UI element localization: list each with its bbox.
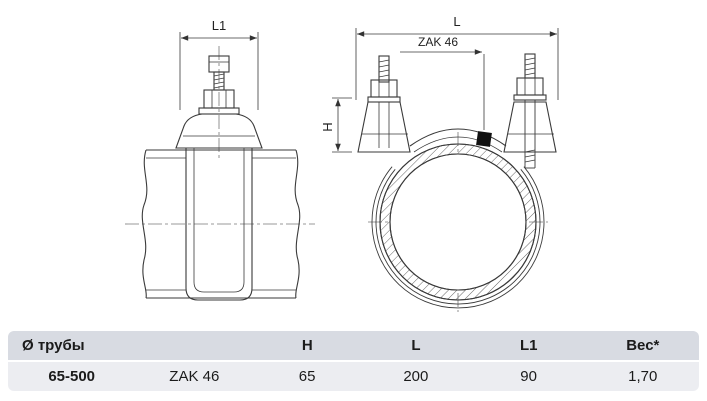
clamp-band <box>371 166 545 309</box>
clamp-technical-drawing: L1 <box>125 14 559 312</box>
right-bolt <box>513 53 547 169</box>
pipe-cross-section <box>379 143 537 301</box>
cell-model: ZAK 46 <box>169 368 220 385</box>
dim-label-h: H <box>320 122 335 131</box>
clamp-head-side <box>175 55 263 149</box>
dim-label-l: L <box>453 14 460 29</box>
spec-table-data-row: 65-500 ZAK 46 65 200 90 1,70 <box>8 362 699 391</box>
header-cell-weight: Вес* <box>626 337 660 354</box>
right-view-drawing: ZAK 46 L H <box>320 14 559 312</box>
left-view-drawing: L1 <box>125 18 315 301</box>
right-lug <box>503 101 557 153</box>
cell-h-value: 65 <box>298 368 316 385</box>
cell-l1-value: 90 <box>520 368 537 385</box>
seal-marker <box>476 131 492 147</box>
bolt-head <box>208 55 230 73</box>
dimension-h <box>332 97 352 153</box>
header-cell-l: L <box>411 337 421 354</box>
header-cell-diameter: Ø трубы <box>22 337 85 354</box>
bolt-stud <box>213 71 225 91</box>
pipe-break-left <box>141 149 148 299</box>
dimension-l <box>355 28 559 100</box>
cell-l-value: 200 <box>403 368 429 385</box>
clamp-strap-side <box>185 148 253 301</box>
dim-label-l1: L1 <box>212 18 226 33</box>
bridge-inner <box>413 136 503 153</box>
pipe-side-view <box>141 149 301 299</box>
zak-label: ZAK 46 <box>418 35 458 49</box>
header-cell-model <box>136 331 254 360</box>
bridge-outer <box>409 128 507 147</box>
header-cell-l1: L1 <box>519 337 538 354</box>
spec-table: Ø трубы H L L1 Вес* 65-500 ZAK 46 65 200… <box>8 331 699 391</box>
cell-diameter-range: 65-500 <box>48 368 96 385</box>
header-cell-h: H <box>301 337 313 354</box>
dimension-l1 <box>179 32 259 110</box>
pipe-break-right <box>294 149 301 299</box>
cell-weight-value: 1,70 <box>628 368 658 385</box>
left-lug <box>357 101 411 153</box>
left-bolt <box>367 55 401 148</box>
spec-table-header-row: Ø трубы H L L1 Вес* <box>8 331 699 360</box>
